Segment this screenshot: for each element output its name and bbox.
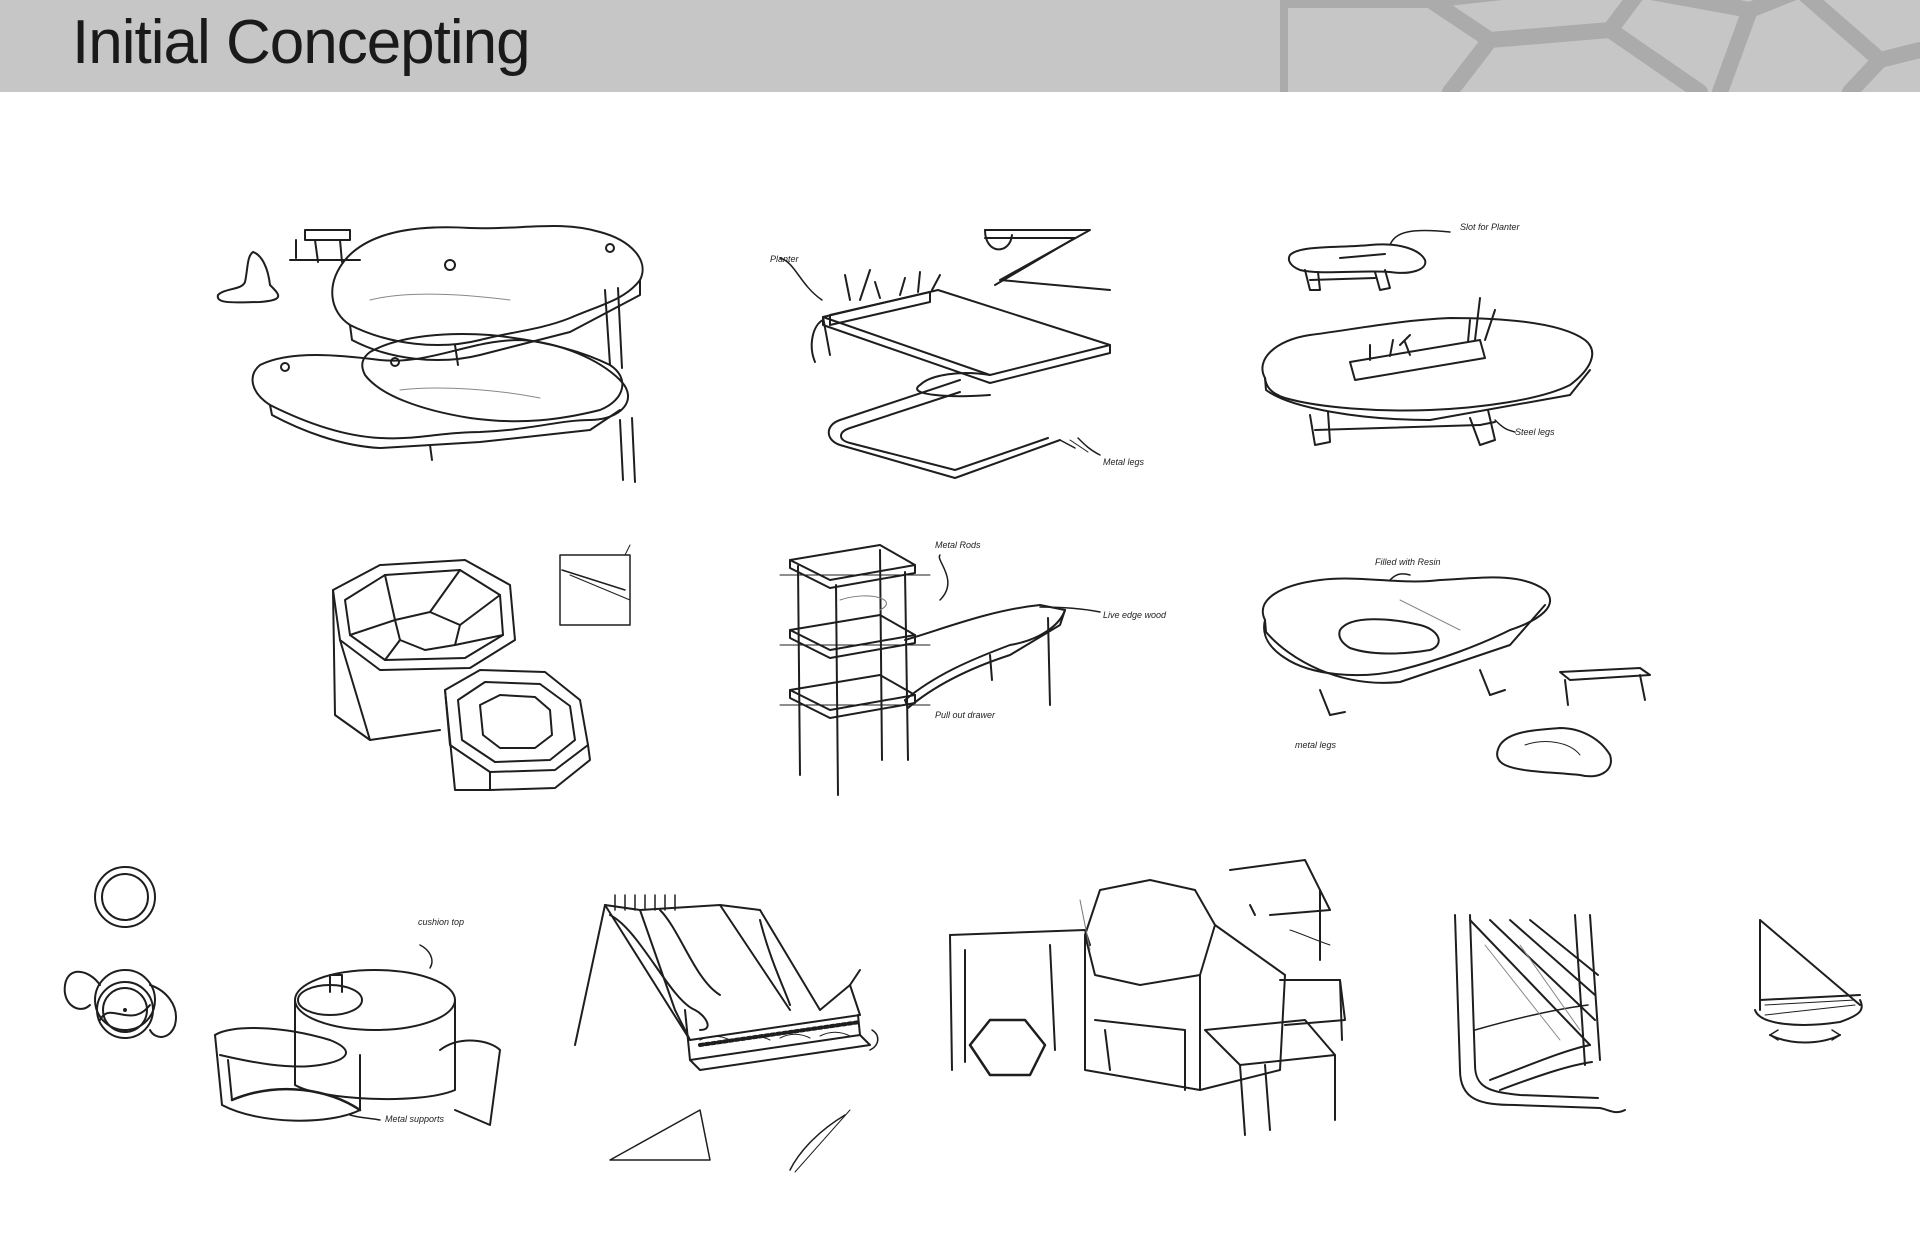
annotation-cushion-top: cushion top xyxy=(418,917,464,927)
sketch-hex-lounge-chair xyxy=(332,544,631,791)
sketch-sling-chair xyxy=(574,894,879,1173)
sketch-small-frame xyxy=(1754,919,1863,1044)
annotation-filled-with-resin: Filled with Resin xyxy=(1375,557,1441,567)
page-title: Initial Concepting xyxy=(72,8,531,77)
header-bar: Initial Concepting xyxy=(0,0,1920,92)
annotation-planter: Planter xyxy=(770,254,800,264)
annotation-slot-for-planter: Slot for Planter xyxy=(1460,222,1521,232)
annotation-live-edge-wood: Live edge wood xyxy=(1103,610,1167,620)
sketch-resin-table xyxy=(1262,573,1651,778)
sketch-planter-slot-table xyxy=(1261,229,1594,446)
sketch-cushion-stools xyxy=(63,866,501,1126)
annotation-metal-legs-2: metal legs xyxy=(1295,740,1337,750)
sketch-shelf-desk xyxy=(779,544,1101,796)
annotation-metal-legs: Metal legs xyxy=(1103,457,1145,467)
annotation-metal-rods: Metal Rods xyxy=(935,540,981,550)
sketch-rocking-chair xyxy=(1454,914,1626,1114)
annotation-pull-out-drawer: Pull out drawer xyxy=(935,710,996,720)
voronoi-pattern-icon xyxy=(1280,0,1920,92)
annotation-metal-supports: Metal supports xyxy=(385,1114,445,1124)
sketch-hex-table-cluster xyxy=(949,859,1346,1136)
sketch-tiered-live-edge-table xyxy=(216,224,644,483)
annotation-steel-legs: Steel legs xyxy=(1515,427,1555,437)
sketch-planter-z-table xyxy=(779,229,1111,479)
